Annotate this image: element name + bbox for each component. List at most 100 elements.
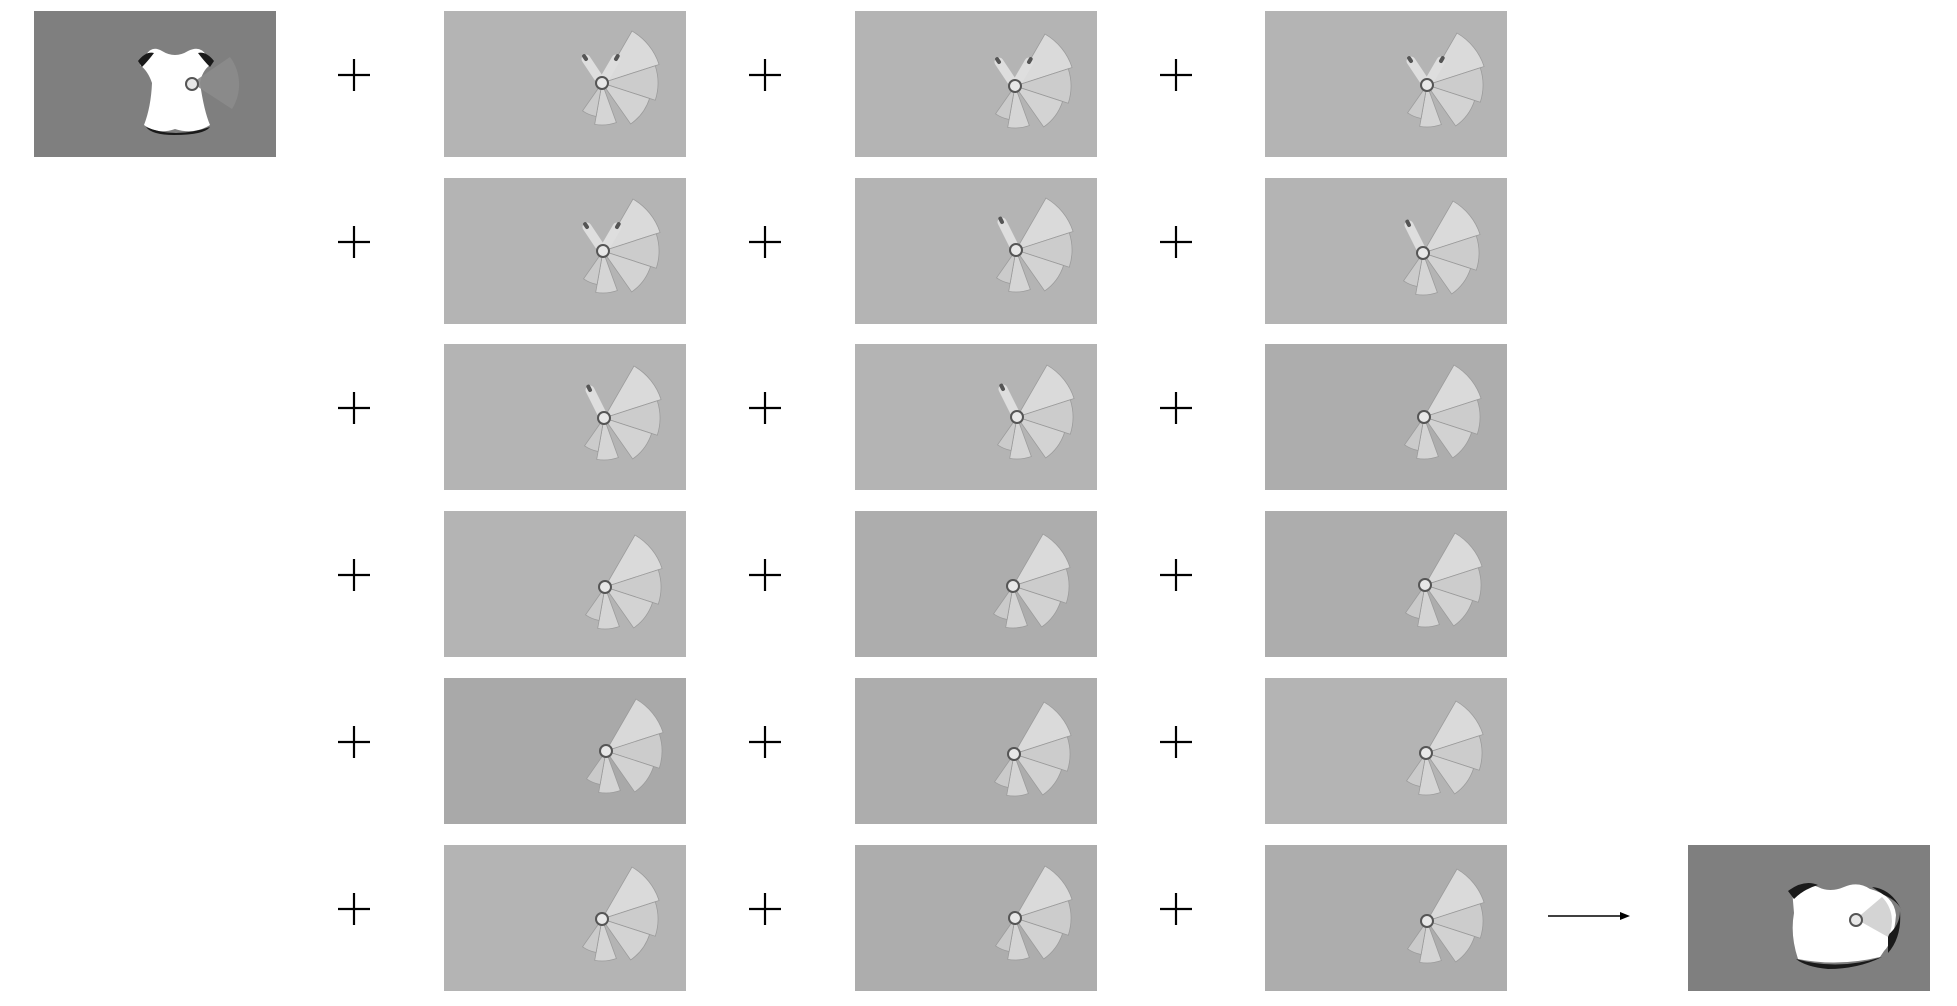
arm-tip — [998, 216, 1004, 224]
fan-wedge — [596, 416, 619, 461]
joint-marker — [1420, 914, 1434, 928]
arm-tip — [1439, 56, 1445, 63]
fan-wedge — [1011, 585, 1062, 628]
joint-marker — [1010, 410, 1024, 424]
arm-tip — [614, 54, 620, 61]
fan-wedge — [1406, 920, 1428, 955]
component-panel — [444, 845, 686, 991]
fan-wedge — [1012, 736, 1071, 772]
fan-wedge — [603, 569, 662, 605]
fan-wedge — [1424, 532, 1483, 586]
fan-wedge — [1016, 364, 1075, 418]
fan-wedge — [597, 585, 620, 630]
fan-wedge — [602, 417, 653, 460]
component-panel — [855, 845, 1097, 991]
joint-marker — [596, 244, 610, 258]
plus-operator — [1160, 893, 1192, 925]
fan-wedge — [1421, 252, 1472, 295]
fan-wedge — [581, 918, 603, 953]
joint-marker — [597, 411, 611, 425]
fan-wedge — [1013, 900, 1072, 936]
component-panel — [855, 678, 1097, 824]
shirt-edge-shadow — [138, 52, 214, 135]
component-panel — [444, 178, 686, 324]
plus-operator — [749, 726, 781, 758]
plus-operator — [749, 559, 781, 591]
fan-wedge — [1014, 232, 1073, 268]
component-panel — [1265, 178, 1507, 324]
arm-tip — [615, 222, 621, 229]
fan-wedge — [1422, 399, 1481, 435]
joint-marker — [595, 76, 609, 90]
fan-wedge — [603, 365, 662, 419]
joint-marker — [595, 912, 609, 926]
arm-tip — [1407, 56, 1413, 63]
plus-operator — [338, 226, 370, 258]
plus-operator — [749, 392, 781, 424]
fan-wedge — [1013, 701, 1072, 755]
fan-wedge — [604, 733, 663, 769]
fan-wedge — [604, 534, 663, 588]
arm-tip — [586, 384, 592, 392]
arm-tip — [1405, 219, 1411, 227]
fan-wedge — [1425, 903, 1484, 939]
fan-wedge — [603, 586, 654, 629]
fan-wedge — [1007, 916, 1030, 961]
component-panel — [1265, 11, 1507, 157]
fan-wedge — [1419, 919, 1442, 964]
plus-operator — [338, 392, 370, 424]
plus-operator — [338, 559, 370, 591]
component-panel — [1265, 678, 1507, 824]
plus-operator — [338, 893, 370, 925]
plus-operator — [749, 59, 781, 91]
fan-wedge — [605, 698, 664, 752]
plus-operator — [338, 726, 370, 758]
fan-wedge — [994, 917, 1016, 952]
plus-operator — [749, 226, 781, 258]
joint-marker — [1007, 747, 1021, 761]
joint-marker — [185, 77, 199, 91]
fan-wedge — [1425, 67, 1484, 103]
fan-wedge — [600, 918, 651, 961]
faint-fan — [192, 57, 240, 109]
fan-wedge — [1419, 83, 1442, 128]
fan-wedge — [583, 417, 605, 452]
component-panel — [444, 678, 686, 824]
shirt-edge-shadow — [1788, 883, 1902, 969]
component-panel — [855, 11, 1097, 157]
fan-wedge — [995, 249, 1017, 284]
fan-wedge — [1014, 249, 1065, 292]
fan-wedge — [1422, 416, 1473, 459]
fan-wedge — [1423, 364, 1482, 418]
component-panel — [444, 11, 686, 157]
fan-wedge — [993, 753, 1015, 788]
joint-marker — [1009, 243, 1023, 257]
component-panel — [855, 511, 1097, 657]
component-panel — [855, 344, 1097, 490]
component-panel — [855, 178, 1097, 324]
component-panel — [444, 344, 686, 490]
fan-wedge — [1424, 735, 1483, 771]
shirt-silhouette — [140, 48, 210, 132]
fan-wedge — [1012, 533, 1071, 587]
input-mask-panel — [34, 11, 276, 157]
fan-wedge — [601, 233, 660, 269]
component-panel — [1265, 344, 1507, 490]
joint-marker — [599, 744, 613, 758]
fan-wedge — [581, 82, 603, 117]
component-panel — [1265, 845, 1507, 991]
plus-operator — [1160, 726, 1192, 758]
fan-wedge — [1417, 583, 1440, 628]
arm-tip — [583, 222, 589, 229]
fan-wedge — [1014, 865, 1073, 919]
fan-wedge — [1406, 84, 1428, 119]
component-panel — [444, 511, 686, 657]
fan-wedge — [594, 917, 617, 962]
faint-fan — [1856, 897, 1892, 937]
plus-operator — [338, 59, 370, 91]
plus-operator — [1160, 59, 1192, 91]
fan-wedge — [601, 30, 660, 84]
fan-wedge — [1402, 252, 1424, 287]
